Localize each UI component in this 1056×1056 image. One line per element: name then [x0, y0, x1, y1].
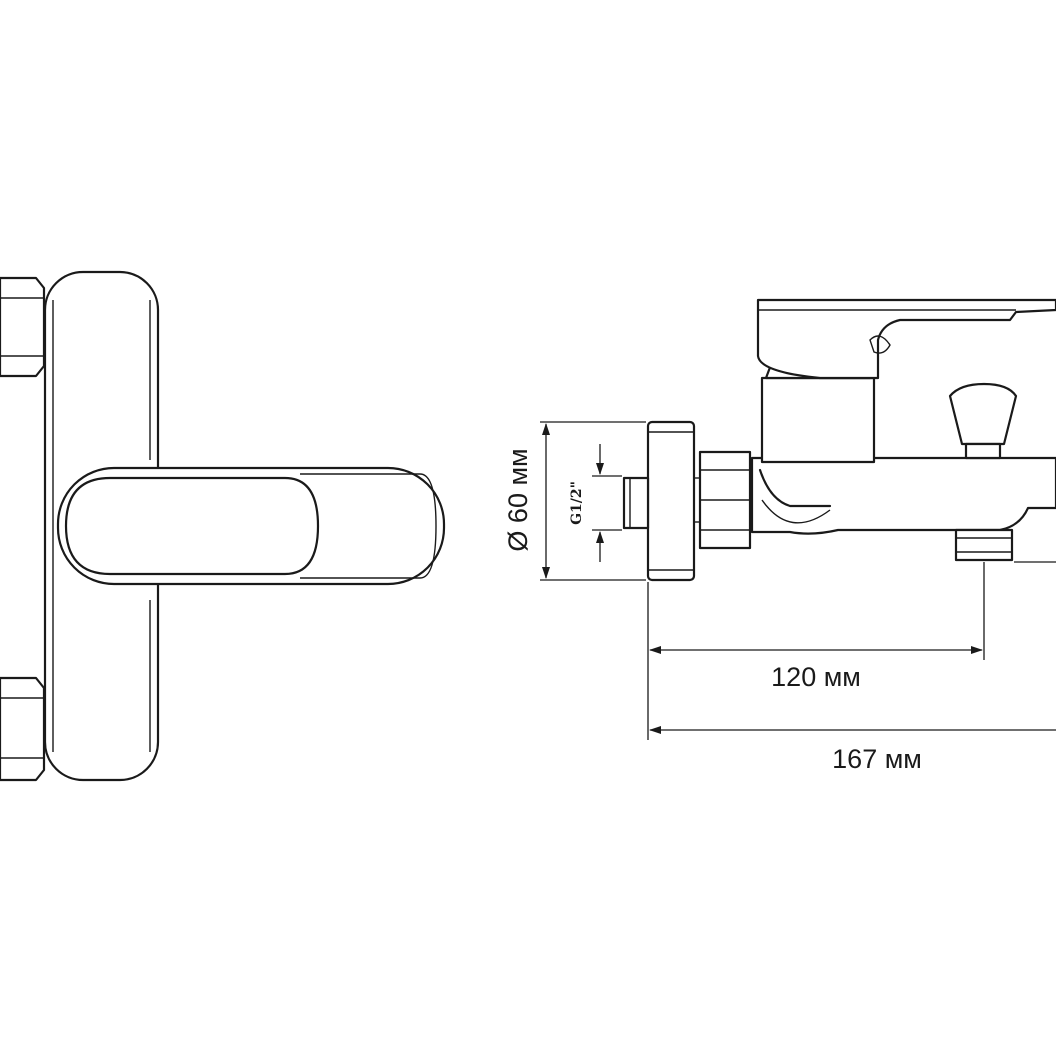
- diameter-label: Ø 60 мм: [503, 448, 533, 551]
- dimension-diameter: [540, 421, 646, 581]
- spout-offset-label: 120 мм: [771, 662, 861, 692]
- dimension-thread: [592, 444, 622, 562]
- side-lever: [756, 298, 1056, 380]
- wall-flange: [646, 420, 696, 582]
- front-top-nut: [0, 276, 46, 378]
- front-view: [0, 270, 446, 782]
- front-lever: [56, 466, 446, 586]
- thread-label: G1/2": [569, 481, 585, 525]
- front-bottom-nut: [0, 676, 46, 782]
- diverter-knob: [948, 382, 1018, 460]
- aerator: [954, 528, 1014, 562]
- inlet-thread: [622, 476, 650, 530]
- total-depth-label: 167 мм: [832, 744, 922, 774]
- side-nut: [694, 450, 752, 550]
- side-view: Ø 60 мм G1/2" 120 мм 167 мм: [503, 298, 1056, 774]
